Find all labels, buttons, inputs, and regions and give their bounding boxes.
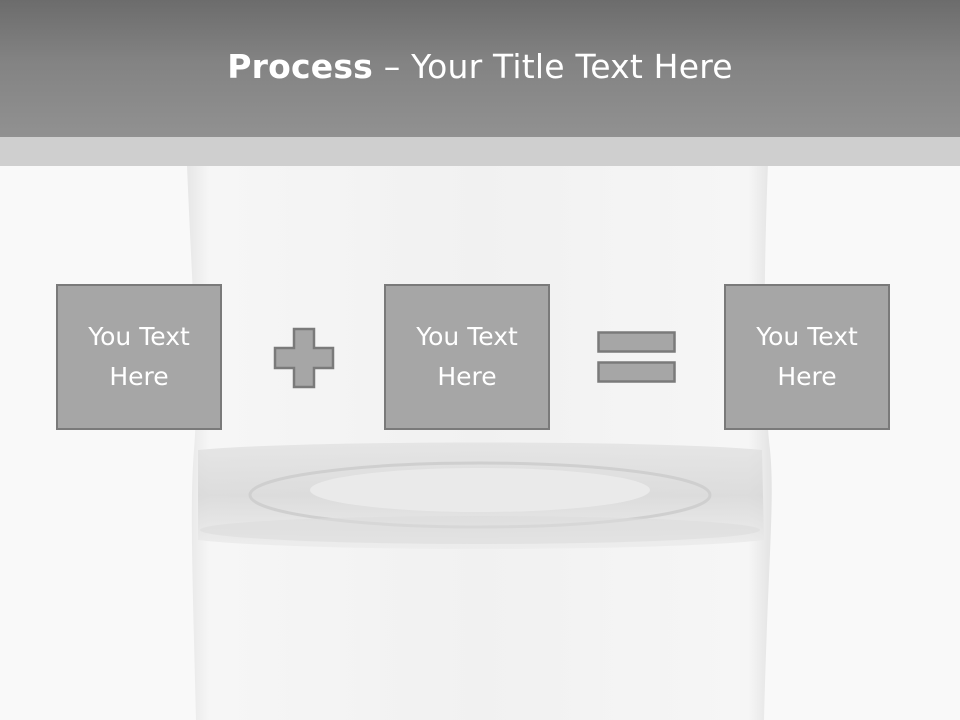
title-underline-bar [0,137,960,166]
process-box-2-text: You Text Here [416,322,518,391]
process-box-3[interactable]: You Text Here [724,284,890,430]
plus-icon [273,327,335,389]
title-bar: Process – Your Title Text Here [0,0,960,137]
process-box-1-text: You Text Here [88,322,190,391]
process-box-3-text: You Text Here [756,322,858,391]
process-box-2[interactable]: You Text Here [384,284,550,430]
process-box-1[interactable]: You Text Here [56,284,222,430]
title-rest-text: – Your Title Text Here [373,47,733,86]
page-title[interactable]: Process – Your Title Text Here [227,47,733,86]
equals-icon [597,331,676,383]
title-bold-text: Process [227,47,374,86]
